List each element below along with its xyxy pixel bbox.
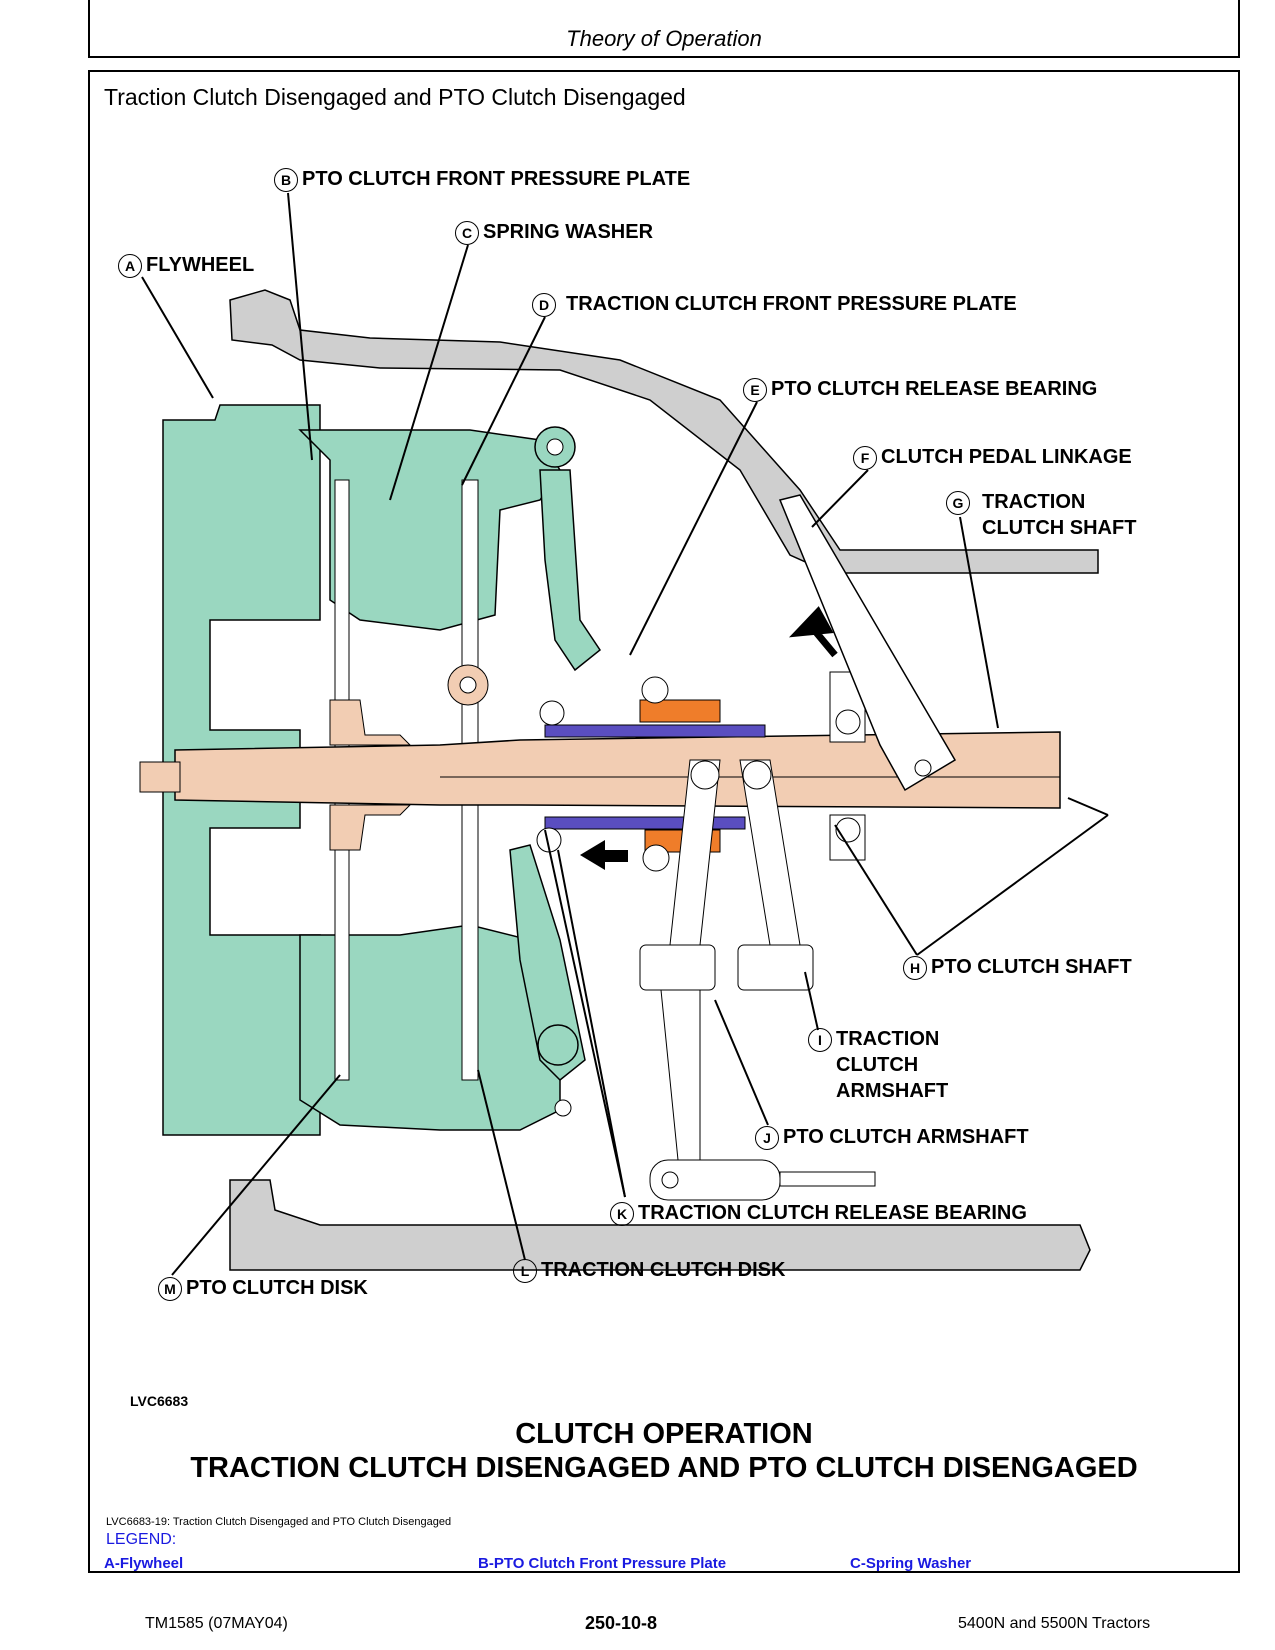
callout-label-F: CLUTCH PEDAL LINKAGE [881,446,1132,468]
callout-label-I-2: CLUTCH [836,1054,919,1076]
callout-label-E: PTO CLUTCH RELEASE BEARING [771,378,1098,400]
callout-letter-K: K [610,1201,634,1226]
section-title: Traction Clutch Disengaged and PTO Clutc… [104,84,686,110]
callout-label-H: PTO CLUTCH SHAFT [931,956,1132,978]
callout-G: G TRACTION CLUTCH SHAFT [946,489,1136,541]
housing-bottom [229,1179,1091,1271]
callout-letter-G: G [946,490,970,515]
callout-D: D TRACTION CLUTCH FRONT PRESSURE PLATE [532,291,1017,317]
legend-item-a: A-Flywheel [104,1555,184,1572]
figure-frame [88,70,1240,1573]
callout-label-K: TRACTION CLUTCH RELEASE BEARING [638,1202,1027,1224]
callout-letter-D: D [532,292,556,317]
legend-title: LEGEND: [106,1531,177,1548]
callout-letter-F: F [853,445,877,470]
callout-label-G-2: CLUTCH SHAFT [982,517,1137,539]
clutch-diagram [139,192,1109,1276]
callout-label-I-3: ARMSHAFT [836,1080,949,1102]
small-caption: LVC6683-19: Traction Clutch Disengaged a… [106,1516,452,1528]
callout-label-G-1: TRACTION [982,491,1086,513]
pto-cover-top [298,429,561,631]
callout-label-I-1: TRACTION [836,1028,940,1050]
callout-label-B: PTO CLUTCH FRONT PRESSURE PLATE [302,168,691,190]
callout-label-D: TRACTION CLUTCH FRONT PRESSURE PLATE [566,293,1017,315]
callout-label-J: PTO CLUTCH ARMSHAFT [783,1126,1029,1148]
callout-label-C: SPRING WASHER [483,221,654,243]
traction-shaft [174,731,1061,809]
callout-letter-C: C [455,220,479,245]
callout-letter-H: H [903,955,927,980]
callout-letter-A: A [118,253,142,278]
housing-top [229,289,1099,574]
legend-item-b: B-PTO Clutch Front Pressure Plate [478,1555,727,1572]
callout-letter-B: B [274,167,298,192]
header-title: Theory of Operation [566,26,762,51]
callout-letter-E: E [743,377,767,402]
callout-label-L: TRACTION CLUTCH DISK [541,1259,786,1281]
callout-label-M: PTO CLUTCH DISK [186,1277,368,1299]
caption-line-1: CLUTCH OPERATION [515,1418,813,1450]
callout-letter-J: J [755,1125,779,1150]
callout-letter-M: M [158,1276,182,1301]
footer-right: 5400N and 5500N Tractors [958,1615,1151,1632]
release-arm-bottom [509,844,586,1082]
header-box: Theory of Operation [88,0,1240,58]
caption-line-2: TRACTION CLUTCH DISENGAGED AND PTO CLUTC… [190,1452,1138,1484]
callout-label-A: FLYWHEEL [146,254,255,276]
footer-page-number: 250-10-8 [585,1613,658,1633]
figure-id: LVC6683 [130,1393,189,1409]
callout-letter-L: L [513,1258,537,1283]
release-arm-top [539,469,602,672]
footer-left: TM1585 (07MAY04) [145,1615,288,1632]
callout-letter-I: I [808,1027,832,1052]
legend-item-c: C-Spring Washer [850,1555,972,1572]
